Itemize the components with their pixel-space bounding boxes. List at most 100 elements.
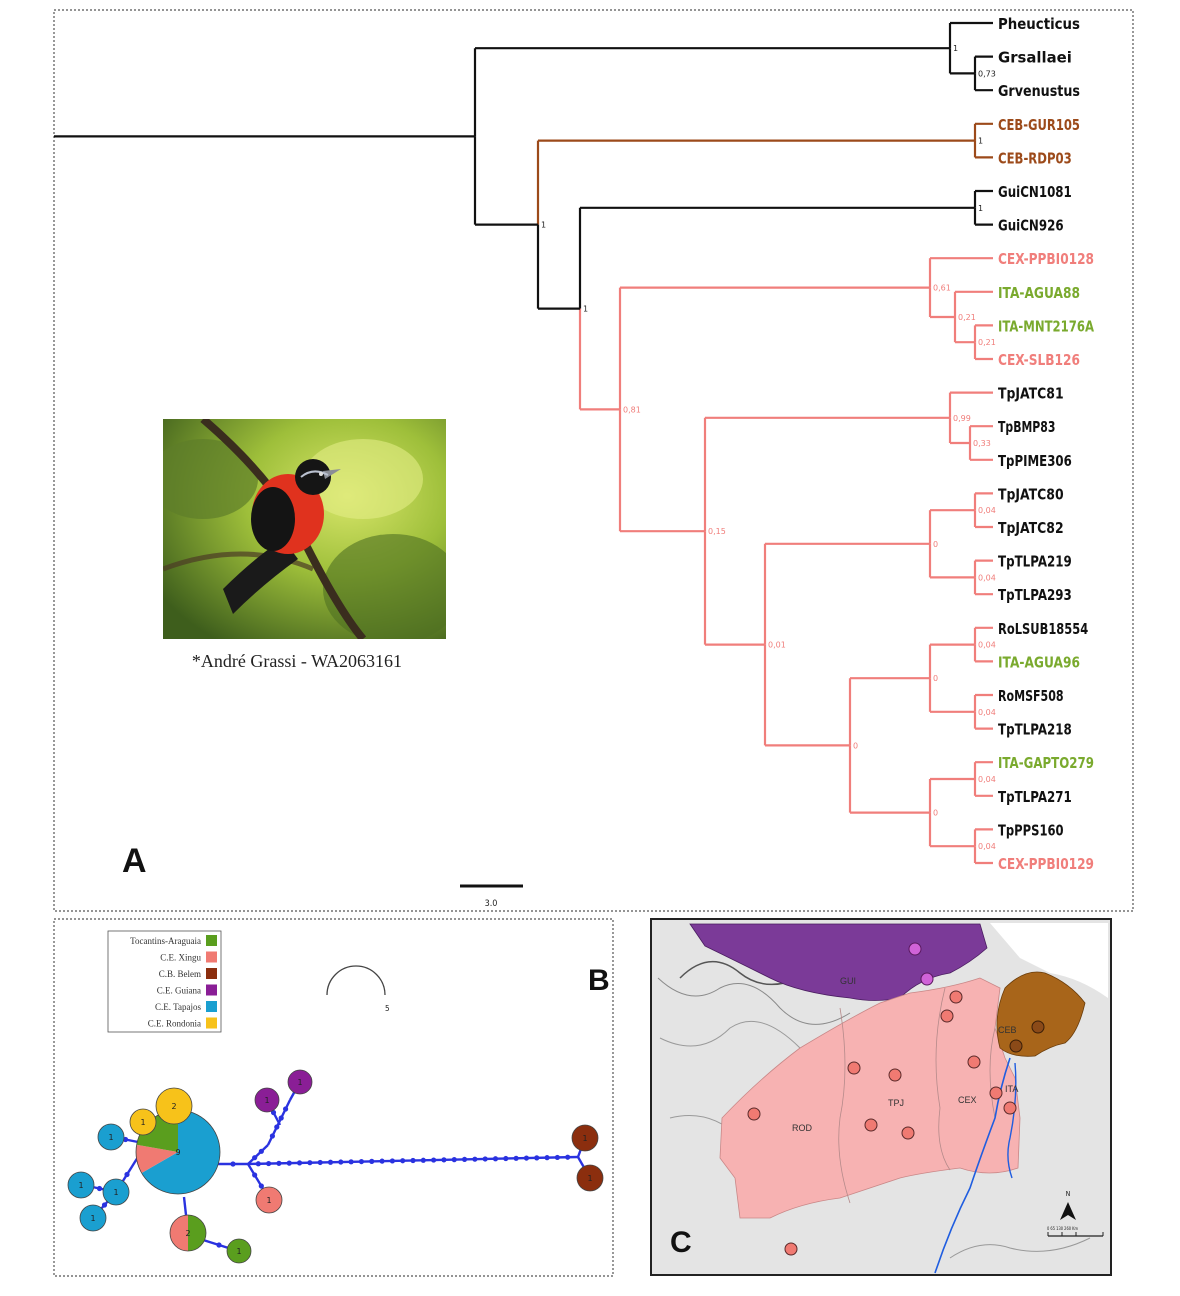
legend-label: C.E. Guiana <box>157 986 201 996</box>
support-value: 1 <box>541 221 546 230</box>
support-value: 0,61 <box>933 284 951 293</box>
haplotype-node: 1 <box>97 1123 125 1151</box>
tip-label: Grvenustus <box>998 82 1080 100</box>
mutation-step <box>276 1160 282 1166</box>
mutation-step <box>503 1155 509 1162</box>
mutation-step <box>410 1157 416 1164</box>
mutation-step <box>482 1156 488 1162</box>
region-map: GUI CEB ROD TPJ CEX ITA N 0 65 130 260 K… <box>650 918 1112 1276</box>
mutation-step <box>296 1160 303 1166</box>
panel-c: GUI CEB ROD TPJ CEX ITA N 0 65 130 260 K… <box>650 918 1112 1278</box>
legend-label: C.E. Xingu <box>160 953 201 963</box>
haplotype-node: 1 <box>287 1069 313 1095</box>
tip-label: RoMSF508 <box>998 687 1064 705</box>
haplotype-node: 1 <box>67 1171 95 1199</box>
mutation-step <box>252 1155 258 1161</box>
svg-text:2: 2 <box>171 1102 176 1111</box>
mutation-step <box>216 1242 222 1248</box>
tip-label: CEX-SLB126 <box>998 351 1080 369</box>
bird-photo <box>163 419 446 639</box>
haplotype-node: 1 <box>102 1178 130 1206</box>
photo-credit: *André Grassi - WA2063161 <box>192 651 402 671</box>
tip-label: TpJATC80 <box>998 485 1064 503</box>
tip-label: ITA-AGUA96 <box>998 653 1080 671</box>
mutation-step <box>451 1157 457 1163</box>
network-scale-arc <box>326 965 386 996</box>
legend-box <box>107 930 222 1033</box>
haplotype-node: 2 <box>169 1214 207 1252</box>
legend-swatch <box>206 1001 217 1012</box>
tip-label: TpTLPA219 <box>998 553 1072 571</box>
tip-label: TpTLPA218 <box>998 721 1072 739</box>
support-value: 0,15 <box>708 527 726 536</box>
legend-label: Tocantins-Araguaia <box>130 936 201 946</box>
support-value: 0 <box>933 809 938 818</box>
mutation-step <box>266 1160 272 1167</box>
tip-label: ITA-GAPTO279 <box>998 754 1094 772</box>
svg-text:1: 1 <box>297 1078 302 1087</box>
haplotype-node: 1 <box>79 1204 107 1232</box>
legend-swatch <box>206 1017 217 1029</box>
support-value: 0,01 <box>768 641 786 650</box>
haplotype-node: 2 <box>155 1087 193 1125</box>
support-value: 0 <box>933 674 938 683</box>
tip-label: CEB-GUR105 <box>998 116 1080 134</box>
panel-a-letter: A <box>122 842 147 880</box>
map-label-ceb: CEB <box>998 1025 1017 1035</box>
svg-text:1: 1 <box>582 1134 587 1143</box>
haplotype-node: 1 <box>254 1087 280 1113</box>
mutation-step <box>348 1159 354 1165</box>
haplotype-node: 1 <box>129 1108 157 1136</box>
mutation-step <box>441 1157 447 1163</box>
svg-text:1: 1 <box>264 1096 269 1105</box>
panel-a-frame <box>53 9 1134 912</box>
mutation-step <box>420 1157 426 1163</box>
svg-text:N: N <box>1066 1190 1071 1198</box>
north-arrow: N <box>1060 1190 1076 1220</box>
mutation-step <box>286 1160 292 1166</box>
mutation-step <box>544 1155 550 1161</box>
support-value: 0,04 <box>978 506 996 515</box>
panel-b-frame <box>53 918 614 1277</box>
tip-label: CEB-RDP03 <box>998 149 1072 167</box>
haplotype-node: 1 <box>576 1164 604 1192</box>
tip-label: CEX-PPBI0128 <box>998 250 1094 268</box>
legend-label: C.E. Tapajos <box>155 1002 201 1012</box>
support-value: 1 <box>583 305 588 314</box>
support-value: 0,04 <box>978 842 996 851</box>
mutation-step <box>230 1161 236 1167</box>
scale-bar-label: 3.0 <box>485 899 498 909</box>
region-pink <box>719 977 1021 1219</box>
tip-label: GuiCN1081 <box>998 183 1072 201</box>
mutation-step <box>96 1185 103 1192</box>
support-value: 0,04 <box>978 775 996 784</box>
mutation-step <box>461 1156 468 1163</box>
mutation-step <box>101 1202 108 1208</box>
tip-label: TpJATC82 <box>998 519 1064 537</box>
mutation-step <box>492 1156 499 1162</box>
map-label-gui: GUI <box>840 976 856 986</box>
mutation-step <box>389 1158 395 1164</box>
mutation-step <box>255 1161 261 1167</box>
svg-text:1: 1 <box>90 1214 95 1223</box>
panel-b-letter: B <box>588 964 610 997</box>
support-value: 0,81 <box>623 405 641 414</box>
mutation-step <box>472 1156 478 1162</box>
mutation-step <box>283 1106 289 1112</box>
mutation-step <box>379 1158 385 1164</box>
mutation-step <box>274 1124 280 1130</box>
svg-text:2: 2 <box>185 1229 190 1238</box>
sample-points <box>747 942 1045 1256</box>
support-value: 0 <box>933 540 938 549</box>
legend-swatch <box>206 935 217 946</box>
tip-label: CEX-PPBI0129 <box>998 855 1094 873</box>
haplotype-node: 1 <box>226 1238 252 1264</box>
legend-label: C.E. Rondonia <box>148 1019 201 1029</box>
tip-label: TpTLPA293 <box>998 586 1072 604</box>
haplotype-node: 1 <box>571 1124 599 1152</box>
support-value: 0,04 <box>978 641 996 650</box>
